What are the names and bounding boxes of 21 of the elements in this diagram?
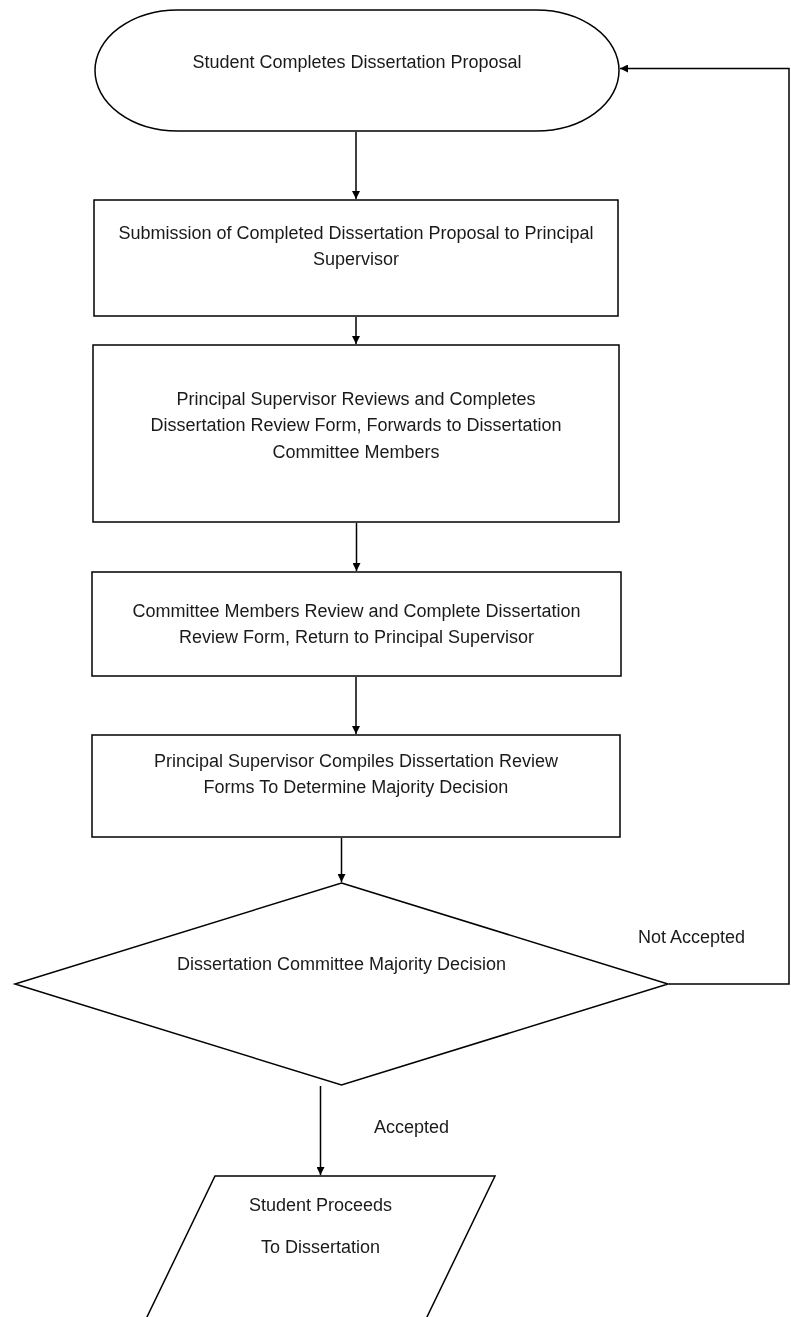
arrow bbox=[619, 64, 790, 985]
node-text: Principal Supervisor Compiles Dissertation Review Forms To Determine Majority Decision bbox=[152, 749, 560, 799]
arrow bbox=[316, 1085, 325, 1176]
node-text: Committee Members Review and Complete Dissertation Review Form, Return to Principal Supervisor bbox=[131, 599, 582, 649]
process-box bbox=[91, 571, 622, 677]
node-text: Dissertation Committee Majority Decision bbox=[176, 952, 507, 976]
node-text: To Dissertation bbox=[260, 1236, 381, 1259]
node-text: Submission of Completed Dissertation Proposal to Principal Supervisor bbox=[117, 221, 595, 271]
process-box bbox=[91, 734, 621, 838]
decision-diamond bbox=[14, 882, 669, 1086]
arrow bbox=[352, 676, 360, 735]
arrow bbox=[352, 316, 360, 345]
process-box bbox=[93, 199, 619, 317]
process-box bbox=[92, 344, 620, 523]
node-text: Student Proceeds bbox=[248, 1193, 393, 1217]
node-text: Principal Supervisor Reviews and Completes Dissertation Review Form, Forwards to Dissertation Committee Members bbox=[149, 388, 563, 464]
arrow bbox=[337, 837, 346, 883]
arrow bbox=[352, 131, 360, 200]
output-parallelogram bbox=[145, 1175, 496, 1317]
node-text: Student Completes Dissertation Proposal bbox=[192, 51, 522, 75]
arrow bbox=[352, 522, 361, 572]
